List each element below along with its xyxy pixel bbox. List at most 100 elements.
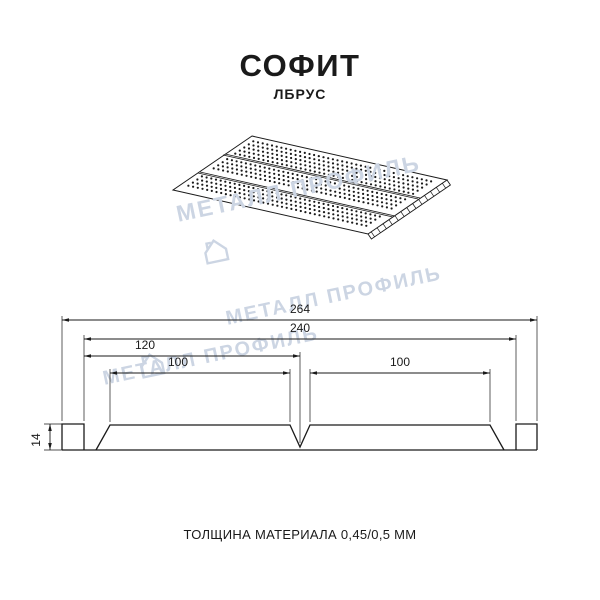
perforation-dot <box>292 181 295 184</box>
perforation-dot <box>376 204 379 207</box>
perforation-dot <box>374 218 377 221</box>
perforation-dot <box>238 192 241 195</box>
perforation-dot <box>285 147 288 150</box>
perforation-dot <box>252 199 256 202</box>
perforation-dot <box>310 189 314 192</box>
perforation-dot <box>336 214 340 217</box>
perforation-dot <box>282 179 285 182</box>
panel-end-hatch-line <box>388 219 393 225</box>
perforation-dot <box>304 211 307 214</box>
perforation-dot <box>266 155 269 158</box>
perforation-dot <box>336 205 339 209</box>
perforation-dot <box>320 187 323 190</box>
perforation-dot <box>329 193 332 196</box>
perforation-dot <box>219 187 223 190</box>
perforation-dot <box>285 151 288 154</box>
perforation-dot <box>378 215 381 218</box>
perforation-dot <box>402 190 405 193</box>
watermark-logo-icon <box>140 353 166 379</box>
perforation-dot <box>365 224 368 227</box>
perforation-dot <box>416 177 419 180</box>
perforation-dot <box>266 198 269 201</box>
perforation-dot <box>257 188 260 191</box>
perforation-dot <box>362 196 365 200</box>
witness-lines <box>44 316 538 451</box>
perforation-dot <box>294 162 297 165</box>
perforation-dot <box>271 148 274 151</box>
perforation-dot <box>313 162 316 165</box>
perforation-dot <box>261 193 265 196</box>
perforation-dot <box>402 174 405 177</box>
panel-end-hatch <box>370 183 446 237</box>
perforation-dot <box>301 183 304 186</box>
perforation-dot <box>341 160 344 163</box>
perforation-dot <box>355 175 358 179</box>
perforation-dot <box>337 171 340 174</box>
perforation-dot <box>301 187 304 190</box>
perforation-dot <box>421 186 424 189</box>
perforation-dot <box>273 181 276 184</box>
perforation-dot <box>280 197 283 200</box>
perforation-dot <box>248 198 251 201</box>
perforation-dot <box>346 177 349 181</box>
perforation-dot <box>252 191 255 194</box>
perforation-dot <box>294 158 297 161</box>
perforation-dot <box>393 184 396 187</box>
perforation-dot <box>278 177 281 181</box>
perforation-dot <box>264 178 267 182</box>
panel-end-hatch-line <box>370 231 375 237</box>
perforation-dot <box>296 182 299 185</box>
perforation-dot <box>345 161 348 164</box>
product-title: СОФИТ <box>239 48 361 83</box>
perforation-dot <box>230 159 233 162</box>
perforation-dot <box>275 145 278 148</box>
perforation-dot <box>399 197 402 200</box>
perforation-dot <box>229 189 232 193</box>
perforation-dot <box>304 206 307 209</box>
perforation-dot <box>238 153 242 156</box>
perforation-dot <box>243 189 246 192</box>
panel-end-hatch-line <box>430 191 435 197</box>
perforation-dot <box>338 187 341 190</box>
perforation-dot <box>331 204 335 208</box>
perforation-dot <box>337 175 340 178</box>
perforation-dot <box>259 173 262 176</box>
perforation-dot <box>258 165 262 168</box>
perforation-dot <box>245 170 248 173</box>
perforation-dot <box>266 143 269 146</box>
perforation-dot <box>369 217 372 220</box>
perforation-dot <box>245 174 248 177</box>
dimension-arrow <box>84 354 91 358</box>
perforation-dot <box>380 197 383 200</box>
perforation-dot <box>364 173 368 176</box>
perforation-dot <box>362 192 365 195</box>
perforation-dot <box>275 153 279 156</box>
perforation-dot <box>285 160 288 163</box>
dimension-arrow <box>293 354 300 358</box>
dimension-label: 14 <box>29 433 43 447</box>
perforation-dot <box>371 199 374 202</box>
panel-end-hatch-line <box>436 187 440 193</box>
perforation-dot <box>294 204 297 207</box>
perforation-dot <box>394 196 397 199</box>
perforation-dot <box>350 166 353 169</box>
perforation-dot <box>248 194 251 197</box>
dimension-label: 100 <box>390 355 410 369</box>
perforation-dot <box>322 160 325 163</box>
perforation-dot <box>315 178 318 181</box>
perforation-dot <box>366 198 370 201</box>
perforation-dot <box>224 193 227 196</box>
perforation-dot <box>243 146 246 149</box>
perforation-dot <box>327 169 330 172</box>
dimension-label: 100 <box>168 355 188 369</box>
perforation-dot <box>191 181 194 184</box>
perforation-dot <box>303 156 307 159</box>
perforation-dot <box>364 212 367 215</box>
perforation-dot <box>262 158 265 162</box>
perforation-dot <box>383 169 386 172</box>
perforation-dot <box>196 182 199 185</box>
perforation-dot <box>252 148 255 151</box>
panel-end-hatch-line <box>406 207 411 213</box>
perforation-dot <box>287 175 290 179</box>
